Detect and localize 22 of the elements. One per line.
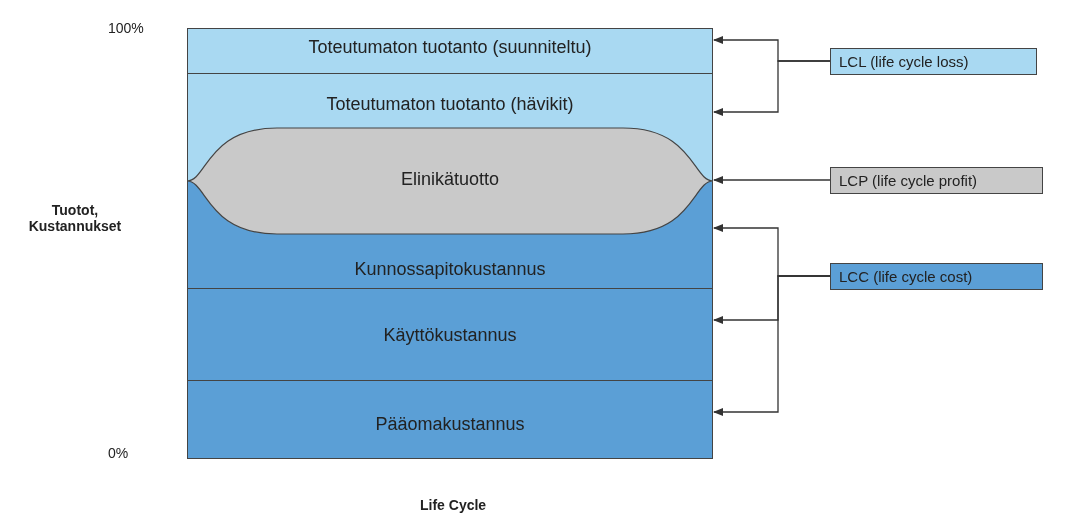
- axis-label: 100%: [108, 20, 144, 36]
- band-label: Pääomakustannus: [374, 414, 526, 435]
- band-label: Toteutumaton tuotanto (hävikit): [325, 94, 575, 115]
- legend-box: LCP (life cycle profit): [830, 167, 1043, 194]
- legend-box: LCC (life cycle cost): [830, 263, 1043, 290]
- legend-box: LCL (life cycle loss): [830, 48, 1037, 75]
- cost-band: [187, 28, 713, 74]
- cost-band: [187, 380, 713, 459]
- arrow: [713, 60, 831, 116]
- band-label: Kunnossapitokustannus: [353, 259, 547, 280]
- axis-label: 0%: [108, 445, 129, 461]
- axis-title: Life Cycle: [420, 497, 487, 513]
- band-label: Elinikätuotto: [399, 169, 501, 190]
- cost-band: [187, 73, 713, 127]
- axis-title: Tuotot, Kustannukset: [27, 202, 123, 234]
- cost-band: [187, 288, 713, 381]
- cost-band: [187, 235, 713, 289]
- band-label: Käyttökustannus: [382, 325, 518, 346]
- profit-shape: [187, 127, 713, 235]
- band-label: Toteutumaton tuotanto (suunniteltu): [307, 37, 593, 58]
- arrow: [713, 176, 831, 184]
- arrow: [713, 275, 831, 416]
